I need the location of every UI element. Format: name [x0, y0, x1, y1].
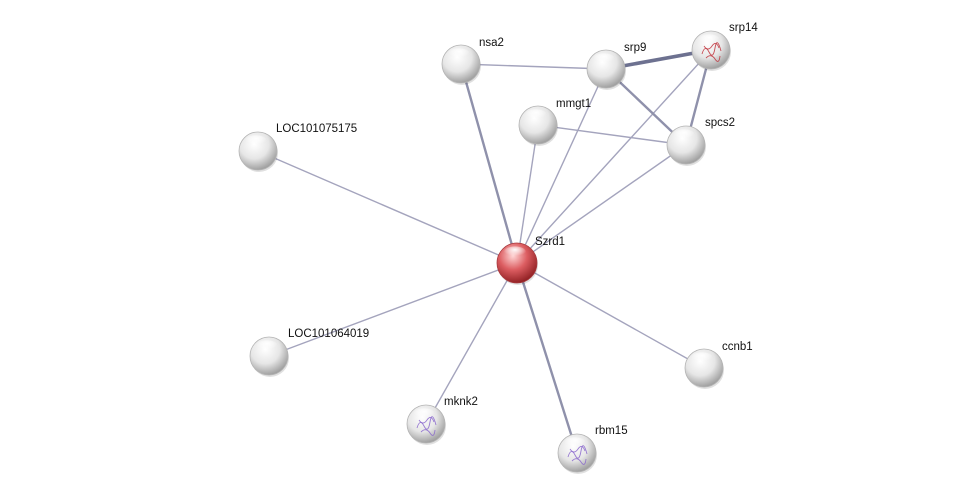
- edge-szrd1-loc101075175[interactable]: [258, 151, 517, 263]
- node-loc101064019[interactable]: LOC101064019: [250, 328, 369, 377]
- node-highlight: [565, 437, 586, 448]
- node-label-ccnb1: ccnb1: [722, 341, 753, 353]
- node-highlight: [594, 53, 615, 64]
- node-mknk2[interactable]: mknk2: [407, 396, 478, 445]
- node-loc101075175[interactable]: LOC101075175: [239, 123, 357, 172]
- node-szrd1[interactable]: Szrd1: [497, 236, 565, 285]
- node-mmgt1[interactable]: mmgt1: [519, 98, 591, 146]
- node-label-rbm15: rbm15: [595, 425, 628, 437]
- node-nsa2[interactable]: nsa2: [442, 37, 504, 85]
- node-label-nsa2: nsa2: [479, 37, 504, 49]
- node-ccnb1[interactable]: ccnb1: [685, 341, 753, 389]
- node-spcs2[interactable]: spcs2: [667, 117, 735, 166]
- edge-mmgt1-spcs2[interactable]: [538, 125, 686, 145]
- node-highlight: [699, 34, 720, 45]
- node-highlight: [504, 246, 526, 257]
- node-highlight: [257, 340, 278, 351]
- node-highlight: [414, 408, 435, 419]
- node-highlight: [246, 135, 267, 146]
- edges-layer: [258, 50, 711, 453]
- nodes-layer: Szrd1 nsa2 srp9 srp14 mmgt1 spcs2LOC101075175…: [239, 22, 758, 474]
- node-highlight: [674, 129, 695, 140]
- node-label-loc101064019: LOC101064019: [288, 328, 369, 340]
- node-label-loc101075175: LOC101075175: [276, 123, 357, 135]
- node-rbm15[interactable]: rbm15: [558, 425, 628, 474]
- node-srp9[interactable]: srp9: [587, 42, 646, 90]
- node-label-mknk2: mknk2: [444, 396, 478, 408]
- node-highlight: [449, 48, 470, 59]
- node-label-szrd1: Szrd1: [535, 236, 565, 248]
- node-label-srp9: srp9: [624, 42, 646, 54]
- node-highlight: [692, 352, 713, 363]
- edge-nsa2-srp9[interactable]: [461, 64, 606, 69]
- node-label-mmgt1: mmgt1: [556, 98, 591, 110]
- node-label-srp14: srp14: [729, 22, 758, 34]
- node-label-spcs2: spcs2: [705, 117, 735, 129]
- node-srp14[interactable]: srp14: [692, 22, 758, 71]
- edge-szrd1-loc101064019[interactable]: [269, 263, 517, 356]
- edge-szrd1-nsa2[interactable]: [461, 64, 517, 263]
- node-highlight: [526, 109, 547, 120]
